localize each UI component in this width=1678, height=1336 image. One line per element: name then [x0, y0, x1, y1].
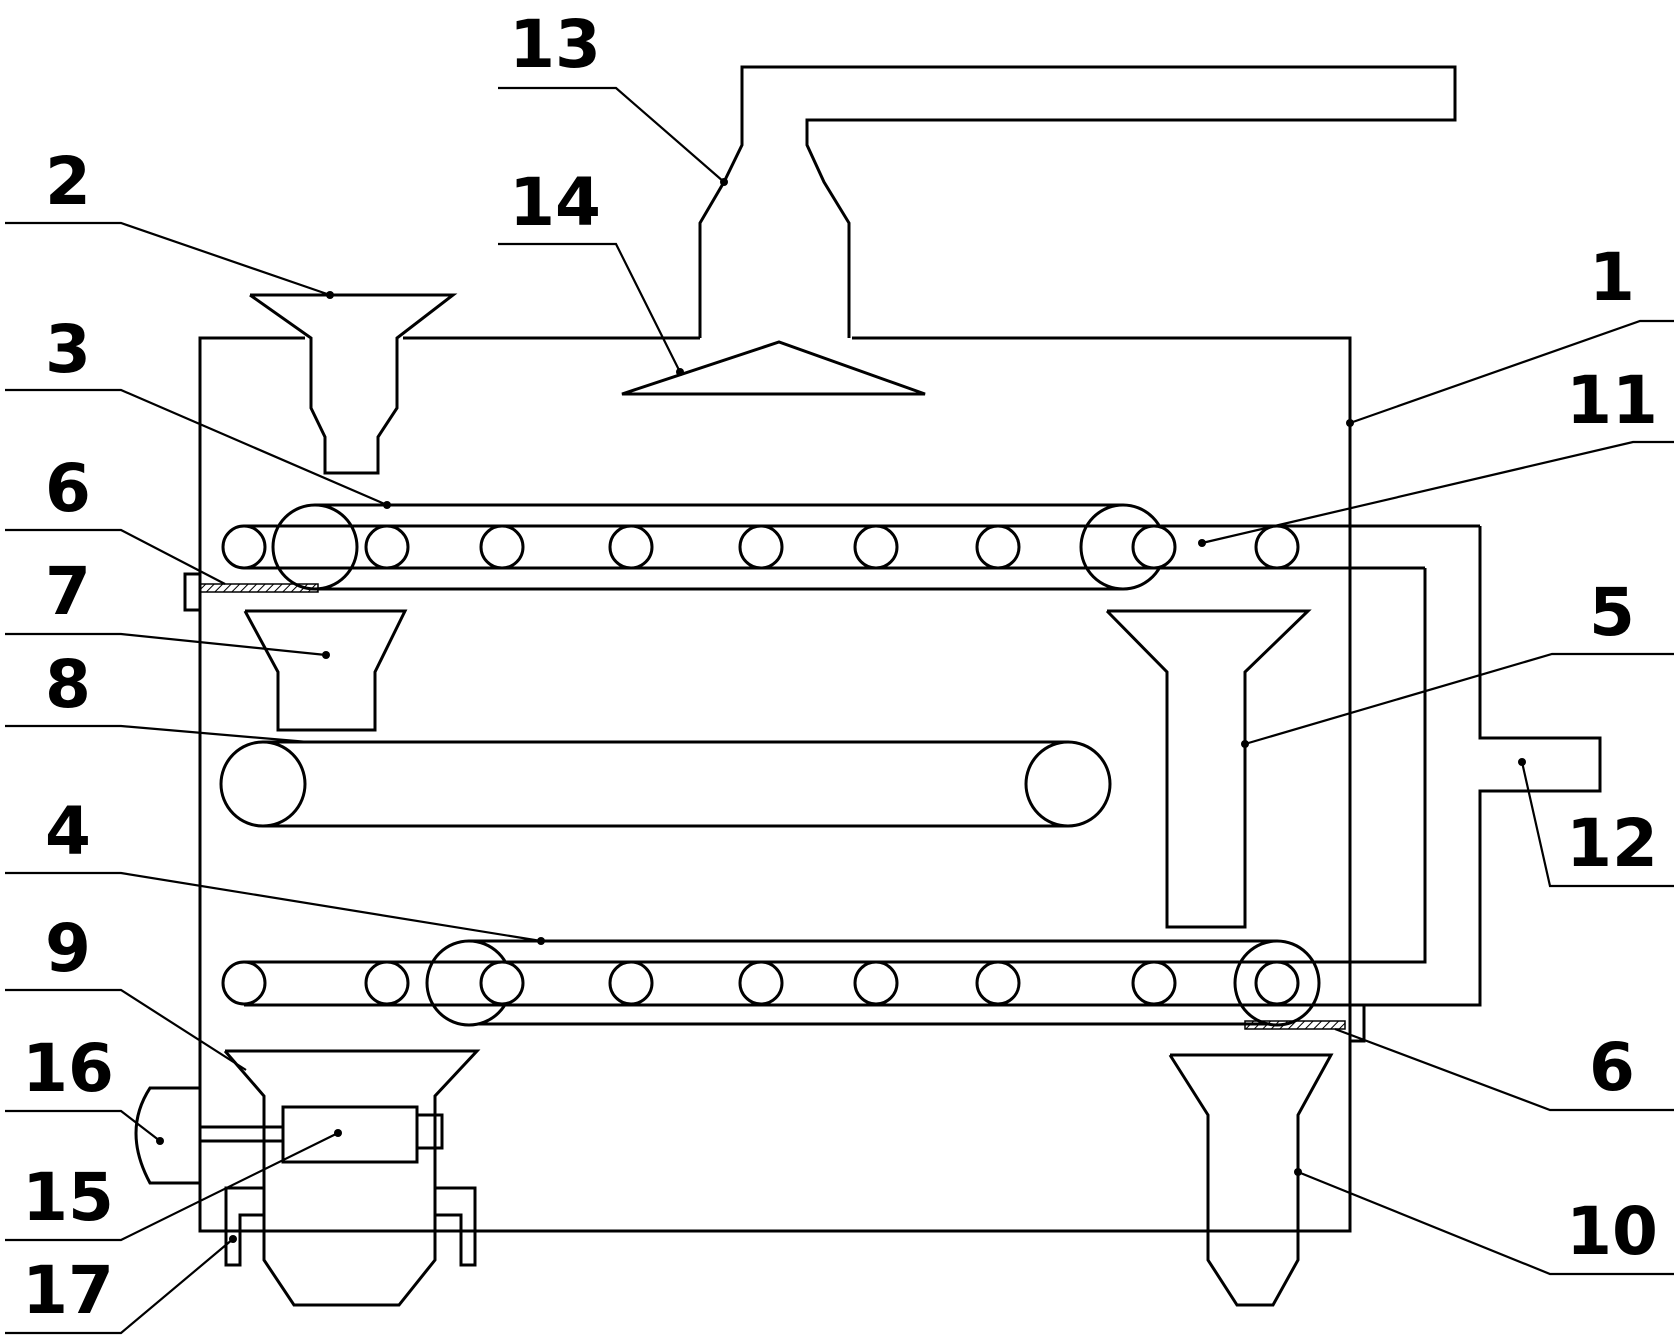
label-4: 4	[45, 793, 91, 870]
motor	[134, 1086, 200, 1185]
leader-dots	[156, 178, 1526, 1243]
label-7: 7	[45, 553, 91, 630]
label-8: 8	[45, 646, 91, 723]
label-10: 10	[1566, 1193, 1658, 1270]
scraper-top	[183, 572, 319, 612]
label-13: 13	[509, 6, 601, 83]
label-3: 3	[45, 311, 91, 388]
label-1: 1	[1589, 239, 1635, 316]
label-6-top: 6	[45, 450, 91, 527]
label-9: 9	[45, 910, 91, 987]
label-14: 14	[509, 164, 601, 241]
brackets	[224, 1186, 477, 1267]
label-17: 17	[22, 1252, 114, 1329]
suction-hood	[621, 340, 926, 396]
upper-roller-row	[221, 524, 1480, 570]
heating-pipe	[1277, 526, 1602, 1007]
label-11: 11	[1566, 362, 1658, 439]
label-16: 16	[22, 1030, 114, 1107]
middle-conveyor-belt	[219, 740, 1112, 828]
label-12: 12	[1566, 805, 1658, 882]
label-15: 15	[22, 1159, 114, 1236]
label-2: 2	[45, 143, 91, 220]
crusher-hopper	[200, 1049, 481, 1307]
feed-hopper	[249, 293, 458, 475]
scraper-bottom	[1244, 1003, 1366, 1043]
reference-labels: 13 14 2 1 3 11 6 7 5 8 12 4 9 6 16 15 10…	[22, 6, 1658, 1329]
lower-roller-row	[221, 960, 1350, 1007]
housing	[198, 336, 1352, 1233]
exhaust-duct	[698, 65, 1457, 338]
label-5: 5	[1589, 574, 1635, 651]
outlet-hopper	[1168, 1053, 1334, 1307]
discharge-funnel	[1105, 609, 1312, 929]
label-6-bottom: 6	[1589, 1029, 1635, 1106]
leader-lines	[5, 86, 1674, 1335]
transfer-hopper	[243, 609, 408, 732]
